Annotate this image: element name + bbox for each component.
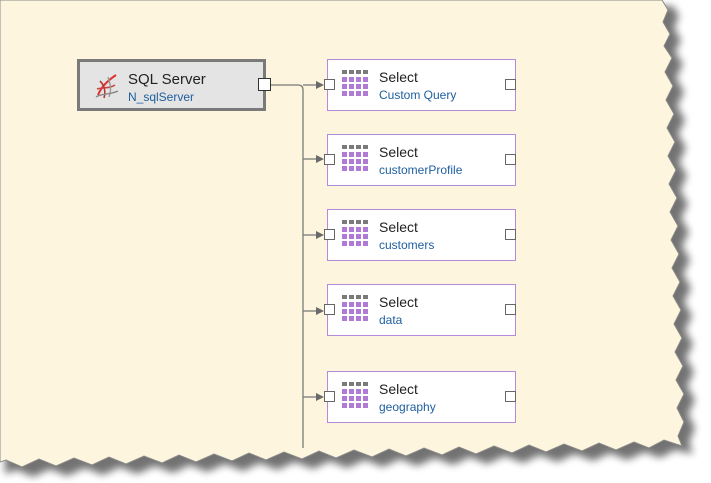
select-node-geography[interactable]: Select geography (324, 371, 516, 423)
select-title: Select (379, 294, 418, 310)
table-grid-icon (342, 382, 368, 408)
input-port[interactable] (324, 304, 335, 315)
output-port[interactable] (505, 304, 516, 315)
output-port[interactable] (505, 391, 516, 402)
input-port[interactable] (324, 79, 335, 90)
select-node-custom-query[interactable]: Select Custom Query (324, 59, 516, 111)
source-title: SQL Server (128, 71, 206, 88)
output-port[interactable] (505, 229, 516, 240)
input-port[interactable] (324, 391, 335, 402)
table-grid-icon (342, 70, 368, 96)
select-title: Select (379, 219, 418, 235)
input-port[interactable] (324, 229, 335, 240)
input-port[interactable] (324, 154, 335, 165)
table-grid-icon (342, 220, 368, 246)
sql-server-icon (95, 74, 119, 99)
output-port[interactable] (505, 154, 516, 165)
select-title: Select (379, 69, 418, 85)
select-name: data (379, 313, 403, 327)
select-name: customerProfile (379, 163, 463, 177)
output-port[interactable] (505, 79, 516, 90)
source-output-port[interactable] (258, 78, 271, 91)
select-title: Select (379, 381, 418, 397)
sql-server-source-node[interactable]: SQL Server N_sqlServer (77, 59, 266, 111)
select-node-customerprofile[interactable]: Select customerProfile (324, 134, 516, 186)
select-title: Select (379, 144, 418, 160)
source-name: N_sqlServer (128, 90, 195, 104)
select-name: geography (379, 400, 436, 414)
table-grid-icon (342, 145, 368, 171)
select-node-data[interactable]: Select data (324, 284, 516, 336)
table-grid-icon (342, 295, 368, 321)
select-name: customers (379, 238, 435, 252)
select-name: Custom Query (379, 88, 457, 102)
select-node-customers[interactable]: Select customers (324, 209, 516, 261)
